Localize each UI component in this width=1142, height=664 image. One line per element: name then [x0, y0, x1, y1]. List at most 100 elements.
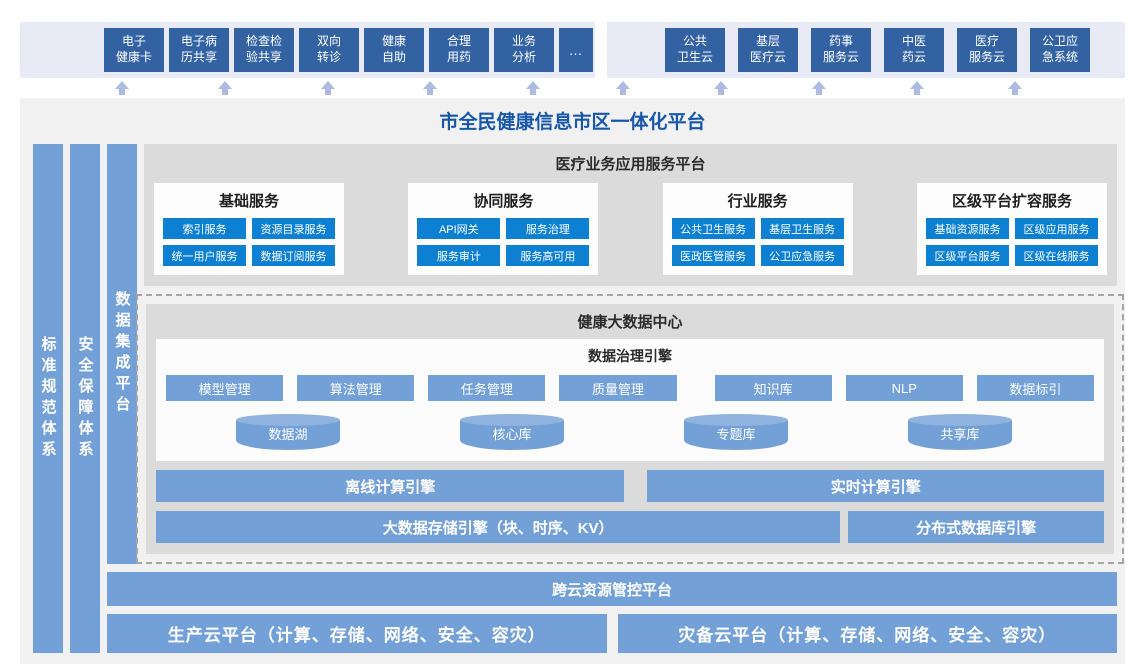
cylinder-label: 共享库: [940, 427, 980, 442]
bar-bigdata-storage-engine: 大数据存储引擎（块、时序、KV）: [156, 511, 841, 543]
service-chip: 服务审计: [417, 245, 501, 266]
section-title: 医疗业务应用服务平台: [555, 156, 706, 173]
subsection-title: 数据治理引擎: [588, 348, 672, 364]
bar-production-cloud: 生产云平台（计算、存储、网络、安全、容灾）: [107, 614, 607, 653]
service-chip: API网关: [417, 218, 501, 239]
service-chip: 数据订阅服务: [252, 245, 335, 266]
arrow-up-icon: [1008, 81, 1022, 96]
cloud-box-public-health: 公共 卫生云: [665, 28, 725, 72]
service-chip: 服务高可用: [506, 245, 590, 266]
bar-disaster-recovery-cloud: 灾备云平台（计算、存储、网络、安全、容灾）: [617, 614, 1117, 653]
platform-container: 市全民健康信息市区一体化平台 标准规范体系 安全保障体系 数据集成平台 医疗业务…: [20, 98, 1125, 664]
governance-chip: 任务管理: [428, 375, 546, 401]
cloud-box-public-health-emergency: 公卫应 急系统: [1030, 28, 1090, 72]
section-title: 健康大数据中心: [577, 314, 683, 331]
service-chip: 公共卫生服务: [671, 218, 755, 239]
cylinder-top: [460, 414, 564, 426]
pillar-label: 数据集成平台: [113, 291, 131, 417]
service-group-basic: 基础服务 索引服务 资源目录服务 统一用户服务 数据订阅服务: [154, 183, 344, 275]
arrow-up-icon: [217, 81, 232, 96]
database-cylinders-row: 数据湖 核心库 专题库: [166, 414, 1094, 450]
cloud-platforms-row: 生产云平台（计算、存储、网络、安全、容灾） 灾备云平台（计算、存储、网络、安全、…: [107, 614, 1117, 653]
arrow-up-icon: [714, 81, 728, 96]
pillar-label: 标准规范体系: [39, 335, 57, 462]
service-chip: 区级在线服务: [1014, 245, 1098, 266]
governance-chip: 质量管理: [559, 375, 677, 401]
app-box-exam-lab-sharing: 检查检 验共享: [234, 28, 294, 72]
bar-realtime-compute-engine: 实时计算引擎: [647, 470, 1104, 502]
bar-cross-cloud-management: 跨云资源管控平台: [107, 572, 1117, 606]
app-box-bidirectional-referral: 双向 转诊: [299, 28, 359, 72]
arrow-up-icon: [910, 81, 924, 96]
service-group-district-expansion: 区级平台扩容服务 基础资源服务 区级应用服务 区级平台服务 区级在线服务: [916, 183, 1107, 275]
pillar-security-assurance-system: 安全保障体系: [70, 144, 100, 653]
service-chip: 区级平台服务: [925, 245, 1009, 266]
service-group-collaborative: 协同服务 API网关 服务治理 服务审计 服务高可用: [408, 183, 599, 275]
arrow-up-icon: [423, 81, 438, 96]
group-chips: 基础资源服务 区级应用服务 区级平台服务 区级在线服务: [925, 218, 1098, 266]
service-chip: 资源目录服务: [252, 218, 335, 239]
cylinder-label: 数据湖: [268, 427, 308, 442]
app-box-electronic-health-card: 电子 健康卡: [104, 28, 164, 72]
service-chip: 公卫应急服务: [760, 245, 844, 266]
data-governance-engine: 数据治理引擎 模型管理 算法管理 任务管理 质量管理 知识库 NLP 数据标引: [156, 339, 1104, 461]
top-strips: 电子 健康卡 电子病 历共享 检查检 验共享 双向 转诊 健康 自助 合理 用药…: [20, 22, 1125, 78]
governance-chip: 数据标引: [976, 375, 1094, 401]
datacenter-inner: 健康大数据中心 数据治理引擎 模型管理 算法管理 任务管理 质量管理 知识库 N…: [146, 304, 1114, 554]
cylinder-label: 核心库: [492, 427, 532, 442]
database-cylinder-data-lake: 数据湖: [236, 414, 340, 450]
service-group-industry: 行业服务 公共卫生服务 基层卫生服务 医政医管服务 公卫应急服务: [662, 183, 853, 275]
database-cylinder-subject-db: 专题库: [684, 414, 788, 450]
cloud-box-pharmacy-service: 药事 服务云: [811, 28, 871, 72]
storage-engines-row: 大数据存储引擎（块、时序、KV） 分布式数据库引擎: [156, 511, 1104, 543]
bar-distributed-db-engine: 分布式数据库引擎: [848, 511, 1104, 543]
service-chip: 索引服务: [163, 218, 246, 239]
app-box-emr-sharing: 电子病 历共享: [169, 28, 229, 72]
section-health-big-data-center: 健康大数据中心 数据治理引擎 模型管理 算法管理 任务管理 质量管理 知识库 N…: [136, 294, 1124, 564]
group-title: 区级平台扩容服务: [951, 193, 1072, 210]
group-chips: 索引服务 资源目录服务 统一用户服务 数据订阅服务: [163, 218, 335, 266]
cylinder-top: [684, 414, 788, 426]
cloud-box-medical-service: 医疗 服务云: [957, 28, 1017, 72]
governance-chip: NLP: [845, 375, 963, 401]
governance-chip: 模型管理: [166, 375, 284, 401]
cloud-box-grassroots-medical: 基层 医疗云: [738, 28, 798, 72]
service-groups: 基础服务 索引服务 资源目录服务 统一用户服务 数据订阅服务 协同服务 API网…: [154, 183, 1107, 275]
cloud-box-tcm: 中医 药云: [884, 28, 944, 72]
service-chip: 基层卫生服务: [760, 218, 844, 239]
service-chip: 医政医管服务: [671, 245, 755, 266]
service-chip: 统一用户服务: [163, 245, 246, 266]
database-cylinder-shared-db: 共享库: [908, 414, 1012, 450]
arrows-row: [20, 81, 1142, 96]
service-chip: 服务治理: [506, 218, 590, 239]
pillar-label: 安全保障体系: [76, 335, 94, 462]
group-chips: 公共卫生服务 基层卫生服务 医政医管服务 公卫应急服务: [671, 218, 844, 266]
arrow-group-left: [20, 81, 595, 96]
governance-chip: 知识库: [714, 375, 832, 401]
governance-chip: 算法管理: [297, 375, 415, 401]
pillar-standard-spec-system: 标准规范体系: [33, 144, 63, 653]
cylinder-label: 专题库: [716, 427, 756, 442]
group-title: 基础服务: [218, 193, 279, 210]
app-strip-left: 电子 健康卡 电子病 历共享 检查检 验共享 双向 转诊 健康 自助 合理 用药…: [20, 22, 595, 78]
group-chips: API网关 服务治理 服务审计 服务高可用: [417, 218, 590, 266]
spacer: [691, 375, 701, 401]
app-box-health-self-service: 健康 自助: [364, 28, 424, 72]
cylinder-top: [908, 414, 1012, 426]
platform-title: 市全民健康信息市区一体化平台: [439, 112, 706, 133]
cloud-strip-right: 公共 卫生云 基层 医疗云 药事 服务云 中医 药云 医疗 服务云 公卫应 急系…: [607, 22, 1125, 78]
database-cylinder-core-db: 核心库: [460, 414, 564, 450]
arrow-up-icon: [320, 81, 335, 96]
app-box-rational-medication: 合理 用药: [429, 28, 489, 72]
arrow-up-icon: [616, 81, 630, 96]
governance-chips-row: 模型管理 算法管理 任务管理 质量管理 知识库 NLP 数据标引: [166, 375, 1094, 401]
app-box-business-analysis: 业务 分析: [494, 28, 554, 72]
service-chip: 区级应用服务: [1014, 218, 1098, 239]
cylinder-top: [236, 414, 340, 426]
compute-engines-row: 离线计算引擎 实时计算引擎: [156, 470, 1104, 502]
bar-offline-compute-engine: 离线计算引擎: [156, 470, 625, 502]
platform-body: 标准规范体系 安全保障体系 数据集成平台 医疗业务应用服务平台 基础服务 索引服…: [33, 144, 1124, 653]
group-title: 协同服务: [473, 193, 534, 210]
arrow-group-right: [607, 81, 1125, 96]
arrow-up-icon: [526, 81, 540, 96]
